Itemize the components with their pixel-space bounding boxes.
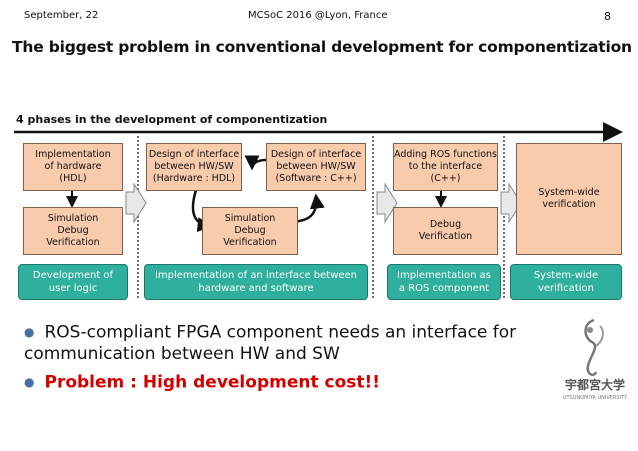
bullet-2-text: Problem : High development cost!!	[44, 372, 381, 393]
bullet-1: ●ROS-compliant FPGA component needs an i…	[24, 322, 564, 365]
date-label: September, 22	[24, 10, 99, 21]
box-simulation-1: Simulation Debug Verification	[23, 207, 123, 255]
phase-development-user-logic: Development of user logic	[18, 264, 128, 300]
logo-emblem-icon	[584, 318, 604, 377]
box-debug-verification: Debug Verification	[393, 207, 498, 255]
phase-arrow	[500, 182, 522, 224]
flow-arrow	[244, 155, 267, 171]
box-simulation-2: Simulation Debug Verification	[202, 207, 298, 255]
phase-system-wide: System-wide verification	[510, 264, 622, 300]
phase-label: 4 phases in the development of component…	[16, 113, 328, 126]
page-number: 8	[604, 10, 611, 23]
bullet-2: ● Problem : High development cost!!	[24, 372, 380, 394]
phase-implementation-ros: Implementation as a ROS component	[387, 264, 501, 300]
logo-name: 宇都宮大学	[564, 378, 625, 392]
box-adding-ros: Adding ROS functions to the interface (C…	[393, 143, 498, 191]
bullet-dot-icon: ●	[24, 375, 35, 389]
slide-title: The biggest problem in conventional deve…	[12, 38, 632, 56]
box-implementation-hardware: Implementation of hardware (HDL)	[23, 143, 123, 191]
phase-arrow	[125, 182, 147, 224]
box-design-interface-sw: Design of interface between HW/SW (Softw…	[266, 143, 366, 191]
bullet-dot-icon: ●	[24, 325, 35, 339]
university-logo: 宇都宮大学 UTSUNOMIYA UNIVERSITY	[560, 316, 630, 412]
box-design-interface-hw: Design of interface between HW/SW (Hardw…	[146, 143, 242, 191]
phase-arrow	[376, 182, 398, 224]
conference-label: MCSoC 2016 @Lyon, France	[248, 10, 388, 21]
bullet-1-text: ROS-compliant FPGA component needs an in…	[24, 322, 517, 364]
logo-subtitle: UTSUNOMIYA UNIVERSITY	[562, 395, 628, 401]
box-system-wide: System-wide verification	[516, 143, 622, 255]
phase-implementation-interface: Implementation of an interface between h…	[144, 264, 368, 300]
